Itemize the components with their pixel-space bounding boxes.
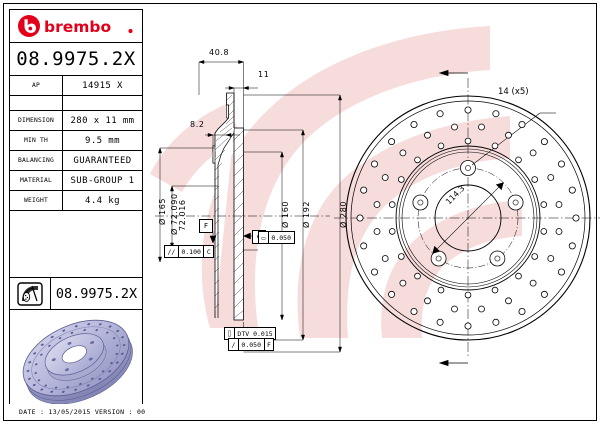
row-blank-value: [63, 96, 142, 110]
brake-disc-3d-render: [10, 310, 142, 406]
flatness-symbol: ▭: [259, 232, 269, 243]
brembo-logo: brembo: [10, 10, 142, 43]
title-block-spacer: [10, 211, 142, 278]
hole-callout-label: 14 (x5): [498, 87, 529, 97]
dim-disc-thickness: 11: [258, 70, 270, 79]
row-balancing-value: GUARANTEED: [73, 155, 132, 166]
face-view: [334, 69, 600, 367]
row-weight-key: WEIGHT: [10, 191, 63, 210]
row-material-key: MATERIAL: [10, 171, 63, 190]
row-balancing: BALANCING GUARANTEED: [10, 151, 142, 171]
runout-value: 0.050: [239, 339, 265, 350]
datum-f-box: F: [199, 219, 213, 233]
brake-disc-3d-render-image: [22, 319, 133, 404]
flatness-value: 0.050: [271, 233, 291, 242]
dim-mid-braking-dia: Ø 192: [302, 200, 311, 228]
row-dimension-value: 280 x 11 mm: [70, 115, 135, 126]
row-balancing-key: BALANCING: [10, 151, 63, 170]
runout-symbol: /: [229, 339, 239, 350]
row-blank: [10, 96, 142, 111]
row-material: MATERIAL SUB-GROUP 1: [10, 171, 142, 191]
dim-inner-braking-dia: Ø 160: [281, 200, 290, 228]
row-weight: WEIGHT 4.4 kg: [10, 191, 142, 211]
parallelism-symbol: //: [165, 246, 179, 257]
svg-text:brembo: brembo: [44, 18, 111, 36]
runout-tolerance-frame: / 0.050 F: [228, 338, 275, 351]
dim-center-bore-lower: 72.016: [178, 199, 187, 231]
row-min-th: MIN TH 9.5 mm: [10, 131, 142, 151]
row-weight-value: 4.4 kg: [85, 195, 120, 206]
brembo-logo-mark: brembo: [18, 15, 133, 37]
brake-disc-caliper-icon: [10, 278, 51, 309]
row-dimension: DIMENSION 280 x 11 mm: [10, 111, 142, 131]
row-ap-key: AP: [10, 76, 63, 95]
dtv-symbol: ⌷: [225, 328, 235, 339]
sheet-border: [3, 3, 597, 421]
brake-disc-caliper-icon-glyph: [17, 281, 43, 306]
row-min-th-value: 9.5 mm: [85, 135, 120, 146]
row-ap-value: 14915 X: [82, 80, 123, 91]
title-block: brembo 08.9975.2X AP 14915 X DIMENSION 2…: [9, 9, 143, 406]
part-number-main: 08.9975.2X: [10, 43, 142, 76]
runout-datum: F: [267, 340, 271, 349]
part-number-repeat-row: 08.9975.2X: [10, 278, 142, 310]
row-material-value: SUB-GROUP 1: [70, 175, 135, 186]
dim-hat-outer-dia: Ø 165: [158, 197, 167, 225]
parallelism-tolerance-frame: // 0.100 C: [164, 245, 215, 258]
dim-overall-height: 40.8: [209, 48, 230, 57]
parallelism-value: 0.100: [179, 246, 205, 257]
dim-outer-dia: Ø 280: [339, 200, 348, 228]
dtv-value: DTV 0.015: [237, 329, 273, 338]
dim-hat-depth: 8.2: [190, 120, 205, 129]
flatness-tolerance-frame: ▭ 0.050: [258, 231, 295, 244]
row-blank-key: [10, 96, 63, 110]
section-disc-blade: [233, 127, 244, 321]
parallelism-datum: C: [206, 247, 211, 256]
date-version-line: DATE : 13/05/2015 VERSION : 00: [19, 408, 146, 416]
row-dimension-key: DIMENSION: [10, 111, 63, 130]
section-hat-profile: [212, 92, 235, 318]
row-ap: AP 14915 X: [10, 76, 142, 96]
part-number-repeat: 08.9975.2X: [55, 285, 138, 302]
row-min-th-key: MIN TH: [10, 131, 63, 150]
